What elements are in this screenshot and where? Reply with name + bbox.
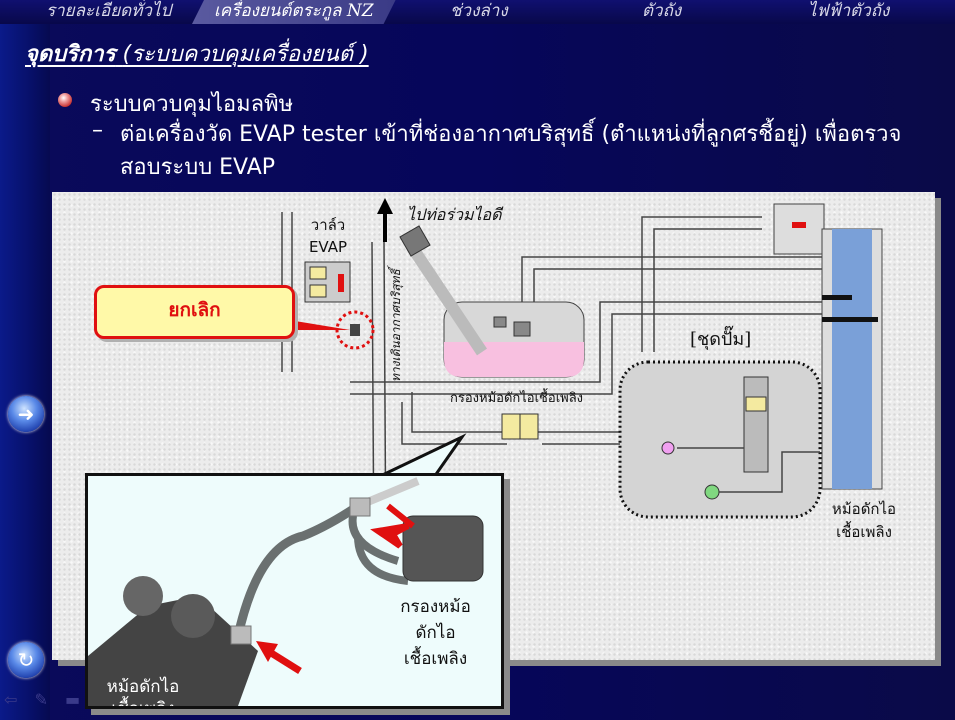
inset-photo: กรองหม้อ ดักไอ เชื้อเพลิง หม้อดักไอ เชื้… xyxy=(85,473,504,709)
evap-valve-label-2: EVAP xyxy=(309,238,347,256)
sub-bullet-text: ต่อเครื่องวัด EVAP tester เข้าที่ช่องอาก… xyxy=(120,122,902,180)
inset-filter-label: กรองหม้อ ดักไอ เชื้อเพลิง xyxy=(388,594,483,672)
bullet-icon xyxy=(58,93,72,107)
menu-icon[interactable]: ▬ xyxy=(65,690,81,709)
tab-chassis[interactable]: ช่วงล่าง xyxy=(450,1,508,21)
tab-body-electrical[interactable]: ไฟฟ้าตัวถัง xyxy=(808,1,890,21)
dash-marker: – xyxy=(92,118,103,143)
slideshow-toolbar: ⇦ ✎ ▬ xyxy=(4,690,80,709)
inset-filter-line3: เชื้อเพลิง xyxy=(403,649,468,669)
canister-label: หม้อดักไอ xyxy=(832,500,896,518)
title-main: จุดบริการ xyxy=(25,42,116,67)
inset-filter-line1: กรองหม้อ xyxy=(400,597,471,617)
left-sidebar-strip xyxy=(0,0,50,720)
page-title: จุดบริการ (ระบบควบคุมเครื่องยนต์ ) xyxy=(25,36,369,71)
return-arrow-icon: ↻ xyxy=(17,648,35,672)
to-intake-label: ไปท่อร่วมไอดี xyxy=(407,205,504,224)
pump-module-label: [ชุดปั๊ม] xyxy=(690,325,751,350)
tab-body[interactable]: ตัวถัง xyxy=(642,1,682,21)
canister-fill xyxy=(832,229,872,489)
fresh-air-path-label: ทางเดินอากาศบริสุทธิ์ xyxy=(387,265,404,382)
arrow-right-icon: ➜ xyxy=(17,402,35,426)
next-slide-button[interactable]: ➜ xyxy=(8,396,44,432)
cancel-callout[interactable]: ยกเลิก xyxy=(94,285,295,339)
return-button[interactable]: ↻ xyxy=(8,642,44,678)
inset-canister-line1: หม้อดักไอ xyxy=(106,677,180,697)
tab-nz-engine[interactable]: เครื่องยนต์ตระกูล NZ xyxy=(192,0,396,24)
inset-canister-line2: เชื้อเพลิง xyxy=(111,699,175,709)
evap-valve-label: วาล์ว xyxy=(311,216,345,234)
pen-icon[interactable]: ✎ xyxy=(34,690,48,709)
inset-canister-label: หม้อดักไอ เชื้อเพลิง xyxy=(98,676,188,709)
inset-filter-line2: ดักไอ xyxy=(415,623,456,643)
title-sub: (ระบบควบคุมเครื่องยนต์ ) xyxy=(122,42,369,67)
evap-diagram: วาล์ว EVAP ไปท่อร่วมไอดี ทางเดินอากาศบริ… xyxy=(52,192,935,660)
canister-label-2: เชื้อเพลิง xyxy=(836,521,892,541)
back-arrow-icon[interactable]: ⇦ xyxy=(4,690,18,709)
top-navigation: รายละเอียดทั่วไป เครื่องยนต์ตระกูล NZ ช่… xyxy=(0,0,955,24)
tab-overview[interactable]: รายละเอียดทั่วไป xyxy=(46,1,172,21)
canister-filter-label: กรองหม้อดักไอเชื้อเพลิง xyxy=(450,388,583,406)
bullet-text: ระบบควบคุมไอมลพิษ xyxy=(90,92,294,117)
